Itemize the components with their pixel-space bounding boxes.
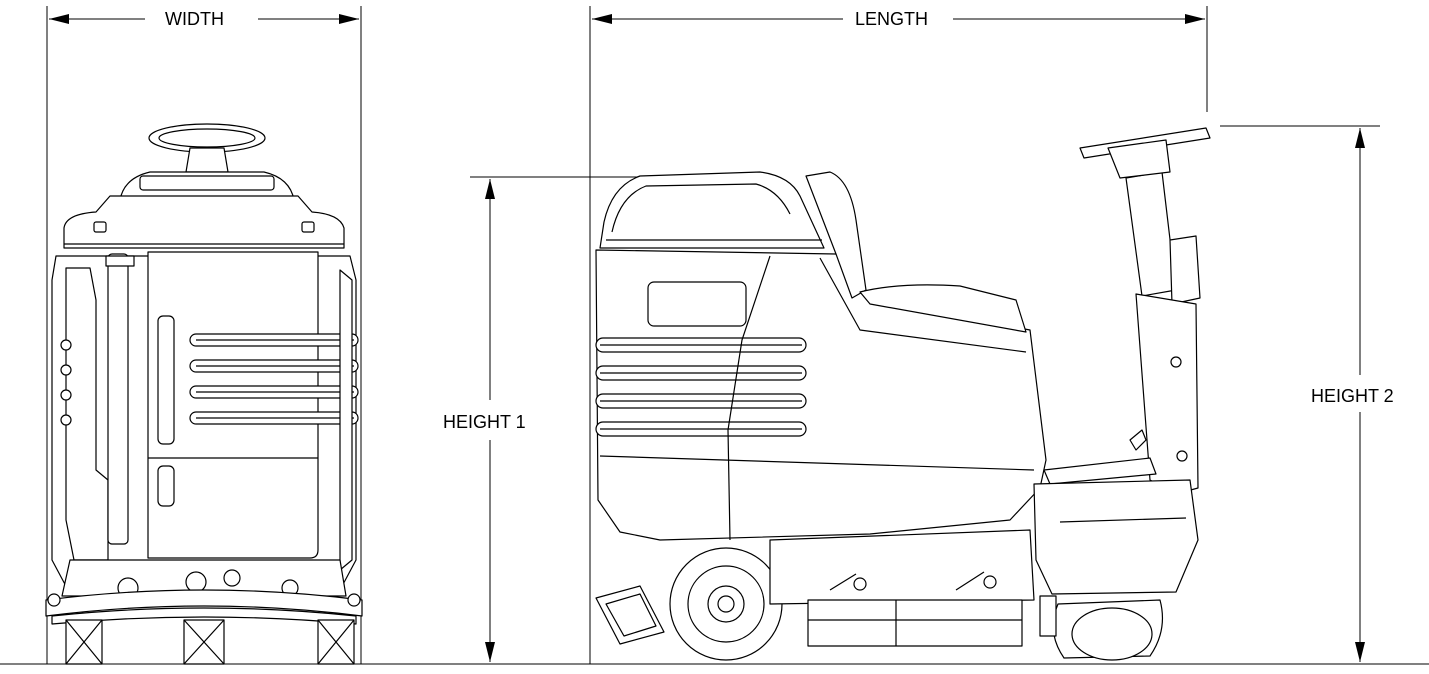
width-label: WIDTH — [162, 9, 227, 29]
height2-label: HEIGHT 2 — [1308, 386, 1397, 406]
length-dimension — [589, 6, 1208, 664]
length-label: LENGTH — [852, 9, 932, 29]
front-view — [45, 123, 363, 665]
height2-dimension — [1220, 125, 1380, 662]
width-dimension — [46, 6, 362, 664]
height1-label: HEIGHT 1 — [440, 412, 529, 432]
side-view — [595, 127, 1211, 661]
